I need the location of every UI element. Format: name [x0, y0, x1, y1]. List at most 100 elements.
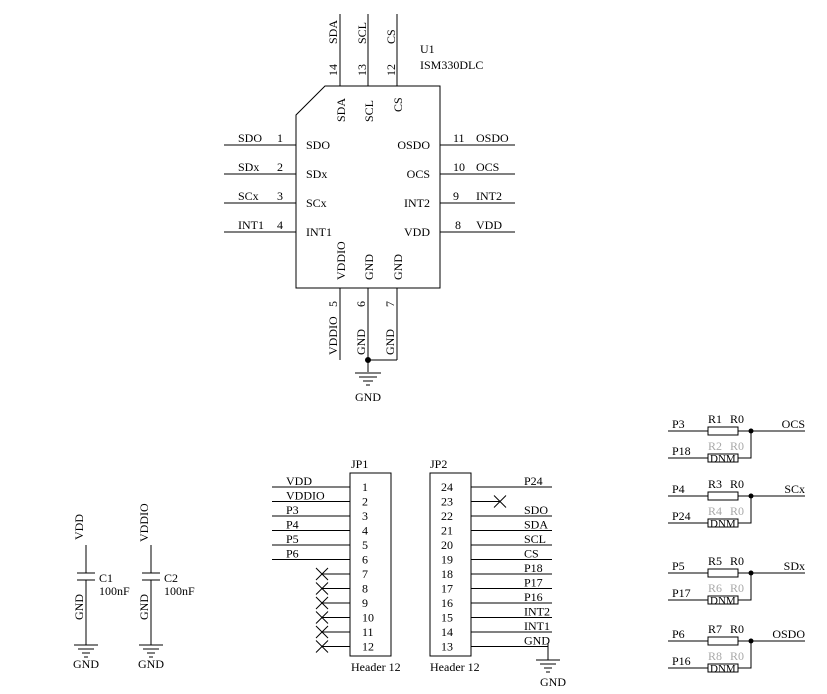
res-top-net: P3: [672, 417, 685, 431]
pin5-name: VDDIO: [334, 241, 348, 280]
jp1-pin-num: 4: [362, 524, 368, 538]
res-bot-ref: R2: [708, 439, 722, 453]
pin6-net: GND: [354, 329, 368, 355]
res-bot-net: P17: [672, 586, 691, 600]
res-top-ref: R1: [708, 412, 722, 426]
header-jp1: JP1 Header 12 1VDD2VDDIO3P34P45P56P67891…: [272, 457, 401, 674]
jp1-pin-num: 5: [362, 538, 368, 552]
no-connect-icon: [315, 567, 329, 581]
res-bot-val: R0: [730, 581, 744, 595]
res-bot-net: P16: [672, 654, 691, 668]
pin13-name: SCL: [362, 100, 376, 122]
u1-left-pins: SDO SDx SCx INT1 1 2 3 4 SDO SDx SCx INT…: [224, 131, 332, 239]
jp2-pin-net: SDO: [524, 503, 548, 517]
pin14-name: SDA: [334, 98, 348, 122]
ground-symbol-icon: [74, 644, 98, 658]
c2-ref: C2: [164, 571, 178, 585]
pin12-net: CS: [384, 29, 398, 44]
u1-gnd-junction: [365, 357, 371, 363]
res-dnm-label: DNM: [710, 518, 736, 530]
res-bot-val: R0: [730, 649, 744, 663]
jp2-ref: JP2: [430, 457, 447, 471]
resistor-icon: [707, 426, 739, 436]
res-out-net: SCx: [784, 482, 805, 496]
pin14-num: 14: [326, 64, 340, 76]
no-connect-icon: [315, 582, 329, 595]
pin3-num: 3: [277, 189, 283, 203]
no-connect-icon: [315, 625, 329, 639]
pin6-num: 6: [354, 301, 368, 307]
jp2-pin-net: P24: [524, 474, 543, 488]
pin6-name: GND: [362, 254, 376, 280]
jp2-pin-num: 16: [441, 596, 453, 610]
pin8-name: VDD: [404, 225, 430, 239]
pin4-num: 4: [277, 218, 283, 232]
u1-ref: U1: [420, 42, 435, 56]
res-top-val: R0: [730, 622, 744, 636]
res-bot-net: P24: [672, 509, 691, 523]
no-connect-icon: [315, 640, 329, 653]
c2-top-net: VDDIO: [137, 503, 151, 542]
jp1-pin-net: P6: [286, 547, 299, 561]
jp2-pin-net: SCL: [524, 532, 546, 546]
jp2-pin-num: 21: [441, 524, 453, 538]
pin7-name: GND: [391, 254, 405, 280]
pin11-net: OSDO: [476, 131, 509, 145]
jp1-pin-net: VDDIO: [286, 489, 325, 503]
pin1-name: SDO: [306, 138, 330, 152]
cap-c2: VDDIO C2 100nF GND GND: [137, 503, 195, 671]
c1-top-net: VDD: [72, 514, 86, 540]
pin2-name: SDx: [306, 167, 327, 181]
pin10-num: 10: [453, 160, 465, 174]
jp1-pin-num: 12: [362, 640, 374, 654]
res-top-net: P6: [672, 627, 685, 641]
jp2-pin-net: CS: [524, 547, 539, 561]
pin10-net: OCS: [476, 160, 499, 174]
jp2-pin-net: P17: [524, 576, 543, 590]
pin9-name: INT2: [404, 196, 430, 210]
jp2-pin-num: 18: [441, 567, 453, 581]
c1-ref: C1: [99, 571, 113, 585]
pin7-num: 7: [383, 301, 397, 307]
wire: [738, 431, 752, 459]
jp1-pin-num: 10: [362, 611, 374, 625]
c1-value: 100nF: [99, 584, 130, 598]
ground-symbol-icon: [355, 372, 381, 386]
pin9-net: INT2: [476, 189, 502, 203]
pin12-name: CS: [391, 97, 405, 112]
jp2-body: [429, 472, 472, 657]
resistor-icon: [707, 568, 739, 578]
jp2-pin-num: 15: [441, 611, 453, 625]
res-out-net: OCS: [782, 417, 805, 431]
wire: [738, 496, 752, 524]
jp2-footer: Header 12: [430, 660, 480, 674]
u1-ism330dlc: U1 ISM330DLC SDA SCL CS 14 13 12 SDA SCL…: [224, 14, 515, 404]
res-top-val: R0: [730, 412, 744, 426]
pin1-num: 1: [277, 131, 283, 145]
pin3-name: SCx: [306, 196, 327, 210]
res-top-ref: R3: [708, 477, 722, 491]
cap-c1: VDD C1 100nF GND GND: [72, 514, 130, 671]
jp2-pin-num: 24: [441, 480, 453, 494]
c1-gnd-label: GND: [73, 657, 99, 671]
pin7-net: GND: [383, 329, 397, 355]
res-dnm-label: DNM: [710, 663, 736, 675]
res-bot-ref: R8: [708, 649, 722, 663]
jp2-pin-num: 17: [441, 582, 453, 596]
pin1-net: SDO: [238, 131, 262, 145]
pin13-net: SCL: [355, 22, 369, 44]
jp1-pin-num: 1: [362, 480, 368, 494]
jp2-pin-net: P16: [524, 590, 543, 604]
res-bot-val: R0: [730, 504, 744, 518]
resistor-icon: [707, 636, 739, 646]
wire: [738, 573, 752, 601]
pin14-net: SDA: [326, 20, 340, 44]
jp2-pin-num: 23: [441, 495, 453, 509]
c2-gnd-label: GND: [138, 657, 164, 671]
jp1-footer: Header 12: [351, 660, 401, 674]
wire: [738, 641, 752, 669]
u1-right-pins: OSDO OCS INT2 VDD 11 10 9 8 OSDO OCS INT…: [397, 131, 515, 239]
jp2-pin-net: P18: [524, 561, 543, 575]
